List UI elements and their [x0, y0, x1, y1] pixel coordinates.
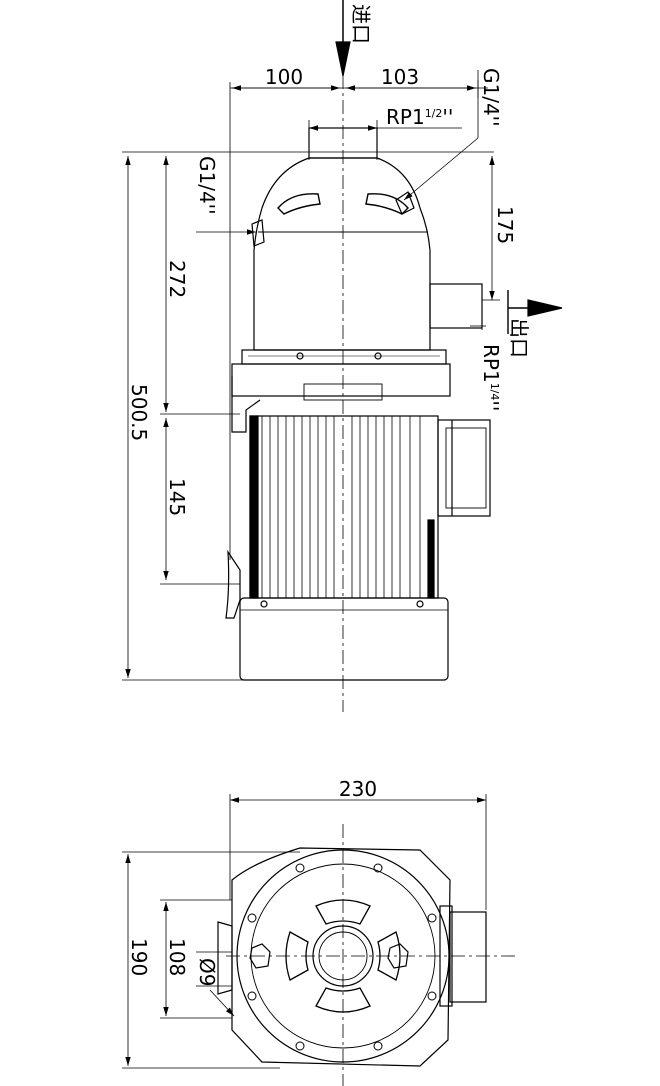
inlet-thread-label: RP11/2'' — [386, 105, 453, 129]
front-view — [122, 0, 563, 712]
dim-outlet-height: 175 — [493, 206, 517, 244]
bottom-view — [122, 794, 518, 1086]
front-view-labels: 进口 100 103 RP11/2'' G1/4'' G1/4'' 175 出口… — [127, 4, 531, 516]
dim-width: 230 — [339, 777, 377, 801]
dim-total-height: 500.5 — [127, 384, 151, 441]
gauge-port-left-label: G1/4'' — [195, 156, 219, 215]
outlet-label: 出口 — [507, 318, 531, 358]
dim-mount-spacing: 108 — [165, 938, 189, 976]
left-gauge-port — [251, 219, 265, 247]
outlet-arrow-icon — [507, 290, 563, 334]
inlet-label: 进口 — [349, 4, 373, 44]
dim-depth: 190 — [127, 938, 151, 976]
pump-head — [253, 157, 431, 351]
fan-cover — [239, 597, 449, 681]
inlet-bore — [312, 925, 374, 987]
bottom-terminal-box — [449, 911, 487, 1003]
impeller-windows — [285, 899, 401, 1013]
outlet-thread-label: RP11/4'' — [479, 344, 503, 411]
casing-outer-ring — [236, 849, 450, 1063]
dim-pump-height: 272 — [165, 260, 189, 298]
terminal-box — [437, 419, 491, 517]
dim-hole-diameter: Ø9 — [195, 958, 219, 986]
gauge-port-right-label: G1/4'' — [479, 68, 503, 127]
dim-left-half-width: 100 — [265, 65, 303, 89]
dim-right-half-width: 103 — [381, 65, 419, 89]
dim-mount-height: 145 — [165, 478, 189, 516]
outlet-nozzle — [429, 283, 483, 329]
bottom-view-labels: 230 190 108 Ø9 — [127, 777, 377, 986]
upper-flange — [241, 349, 447, 365]
adapter-bracket — [231, 363, 451, 397]
cooling-fins — [261, 416, 421, 598]
bottom-body — [231, 847, 451, 1067]
mounting-foot — [225, 549, 241, 619]
bolt-holes — [247, 863, 437, 1051]
inlet-arrow-icon — [335, 0, 351, 77]
